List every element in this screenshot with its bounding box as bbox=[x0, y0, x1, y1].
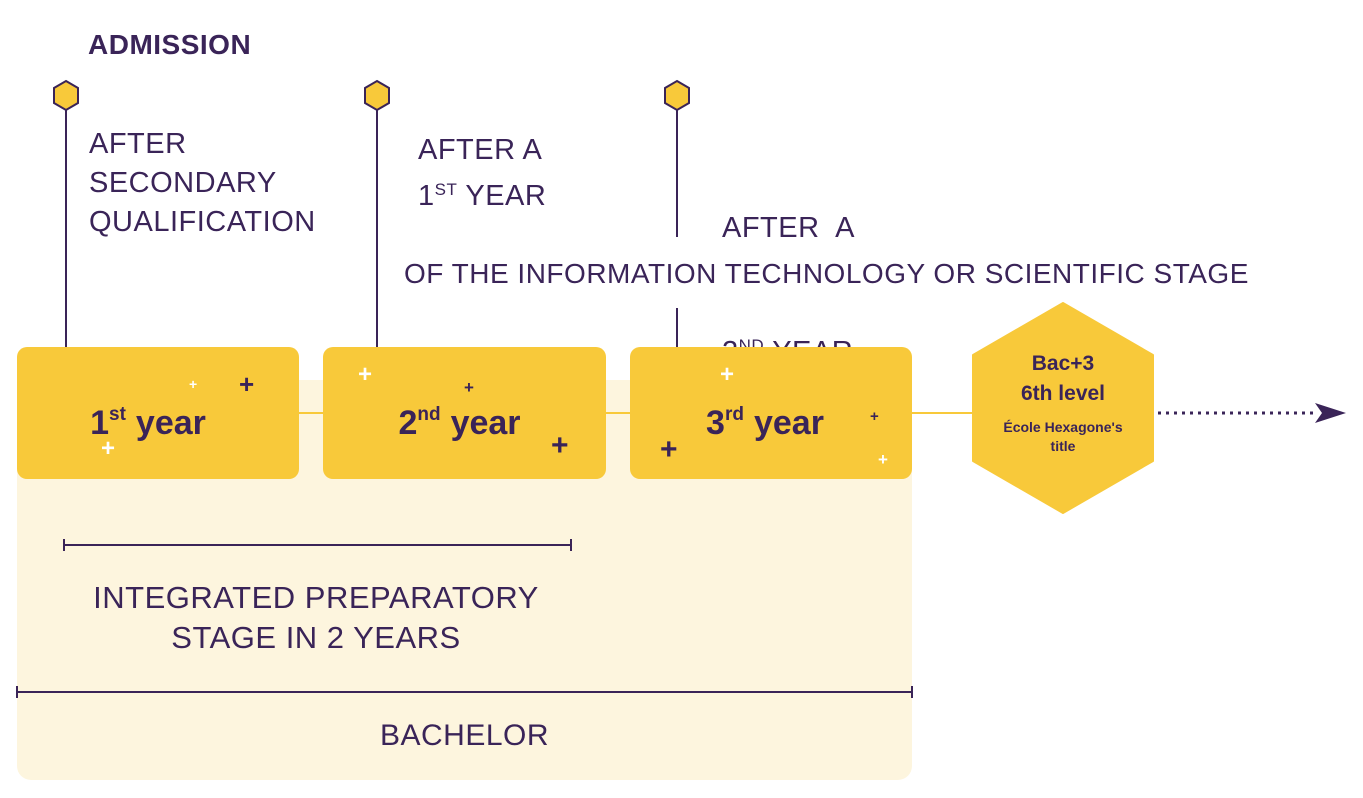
preparatory-stage-label: INTEGRATED PREPARATORY STAGE IN 2 YEARS bbox=[93, 580, 539, 655]
pin-marker-2-icon bbox=[364, 79, 390, 112]
plus-icon: + bbox=[101, 435, 116, 462]
plus-icon: + bbox=[870, 408, 879, 425]
plus-icon: + bbox=[720, 361, 735, 388]
admission-heading: ADMISSION bbox=[88, 29, 252, 60]
plus-icon: + bbox=[358, 361, 373, 388]
plus-icon: + bbox=[660, 433, 678, 466]
plus-icon: + bbox=[878, 450, 888, 469]
arrow-head-icon bbox=[1315, 403, 1346, 423]
plus-icon: + bbox=[551, 429, 569, 462]
bachelor-label: BACHELOR bbox=[379, 719, 550, 752]
plus-icon: + bbox=[464, 378, 474, 397]
diploma-title: Bac+3 6th level bbox=[1020, 352, 1106, 405]
stage-note: OF THE INFORMATION TECHNOLOGY OR SCIENTI… bbox=[404, 258, 1249, 289]
pin-marker-3-icon bbox=[664, 79, 690, 112]
diploma-hexagon bbox=[972, 302, 1154, 514]
diploma-subtitle: École Hexagone's title bbox=[1003, 419, 1123, 454]
pin-marker-1-icon bbox=[53, 79, 79, 112]
plus-icon: + bbox=[239, 369, 255, 399]
entry-1-text: AFTER SECONDARY QUALIFICATION bbox=[89, 128, 316, 238]
plus-icon: + bbox=[189, 376, 198, 392]
